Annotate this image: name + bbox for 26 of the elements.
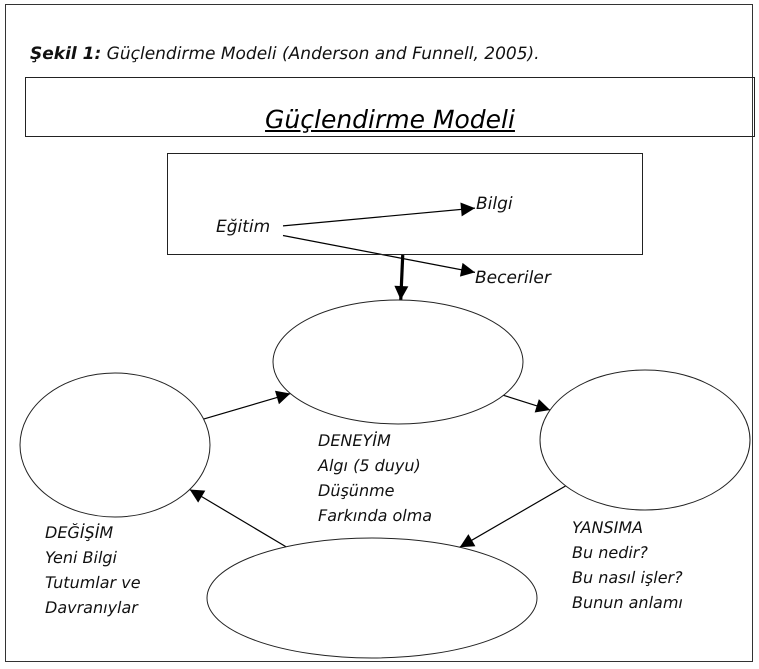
stage-item: Yeni Bilgi [45, 547, 117, 569]
arrow [203, 390, 291, 420]
figure-caption: Şekil 1: Güçlendirme Modeli (Anderson and Funnell, 2005). [30, 44, 541, 64]
heading-box [25, 77, 755, 137]
arrow [282, 202, 476, 226]
stage-item: Bunun anlamı [572, 592, 683, 614]
stage-item: Düşünme [318, 480, 395, 502]
stage-heading: DENEYİM [318, 430, 391, 452]
arrow [394, 254, 408, 300]
arrow [503, 394, 550, 412]
stage-item: Farkında olma [318, 505, 432, 527]
stage-heading: YANSIMA [572, 517, 644, 539]
arrow [459, 485, 566, 548]
stage-item: Tutumlar ve [45, 572, 141, 594]
diagram-heading: Güçlendirme Modeli [264, 105, 516, 134]
text-label: Beceriler [475, 268, 551, 288]
arrow [282, 234, 476, 277]
box-frame [167, 153, 643, 255]
stage-item: Bu nedir? [572, 542, 648, 564]
text-label: Eğitim [216, 217, 270, 237]
arrow [189, 488, 286, 548]
stage-heading: DEĞİŞİM [45, 522, 114, 544]
stage-item: Davranıylar [45, 597, 138, 619]
stage-item: Algı (5 duyu) [318, 455, 421, 477]
stage-item: Bu nasıl işler? [572, 567, 683, 589]
text-label: Bilgi [476, 194, 513, 214]
